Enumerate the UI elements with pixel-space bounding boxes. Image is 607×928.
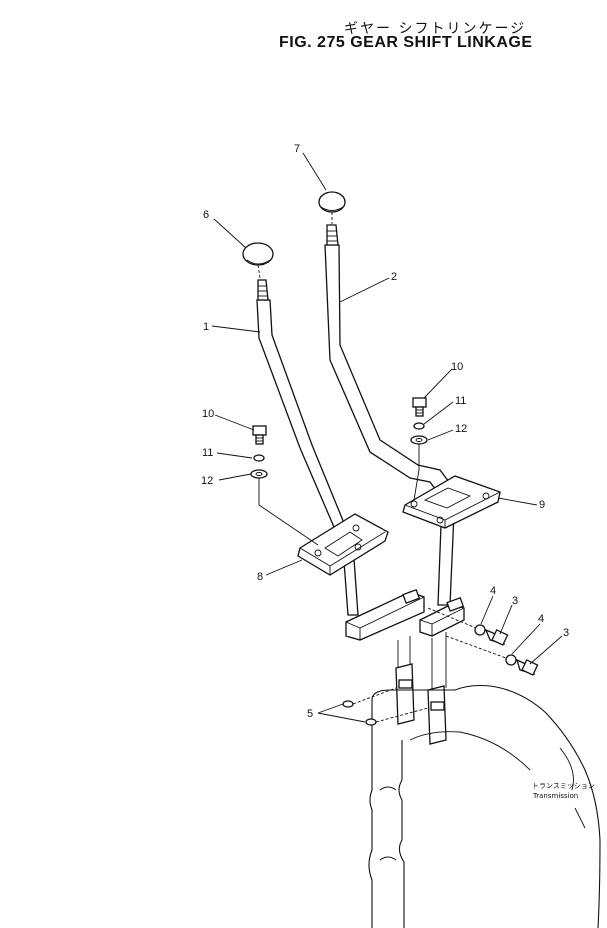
bolt-10-right [412,397,427,417]
callout-4-lower: 4 [538,613,544,625]
bolt-3-lower [505,654,539,676]
callout-4-upper: 4 [490,585,496,597]
flat-washer-12-right [410,435,428,445]
callout-10-right: 10 [451,361,463,373]
shift-shafts [395,632,447,745]
transmission-label-japanese: トランスミッション [532,782,595,790]
callout-11-left: 11 [202,447,213,459]
callout-6: 6 [203,209,209,221]
callout-3-lower: 3 [563,627,569,639]
shift-knob-7 [318,191,346,224]
callout-1: 1 [203,321,209,333]
leader-lines [211,152,586,829]
callout-9: 9 [539,499,545,511]
transmission-label-english: Transmission [532,792,578,800]
callout-12-right: 12 [455,423,467,435]
callout-2: 2 [391,271,397,283]
callout-10-left: 10 [202,408,214,420]
guide-plate-9 [402,475,501,529]
flat-washer-12-left [250,469,268,479]
callout-3-upper: 3 [512,595,518,607]
guide-plate-8 [297,513,389,576]
callout-11-right: 11 [455,395,466,407]
transmission-label: トランスミッション Transmission [532,782,595,800]
transmission-housing [368,684,601,928]
spring-washer-11-left [253,454,265,462]
shift-knob-6 [242,242,274,279]
bolt-10-left [252,425,267,445]
lower-lever-bracket [345,589,465,641]
callout-7: 7 [294,143,300,155]
callout-5: 5 [307,708,313,720]
spring-washer-11-right [413,422,425,430]
callout-8: 8 [257,571,263,583]
bolt-3-upper [474,624,509,646]
figure-title-japanese: ギヤー シフトリンケージ [344,21,527,37]
shift-lever-1 [256,279,359,616]
callout-12-left: 12 [201,475,213,487]
figure-title: FIG. 275 GEAR SHIFT LINKAGE [279,34,533,51]
pin-5 [342,687,429,726]
callout-labels: 7 6 2 1 10 11 12 10 11 12 9 8 4 3 4 3 5 [201,143,569,720]
